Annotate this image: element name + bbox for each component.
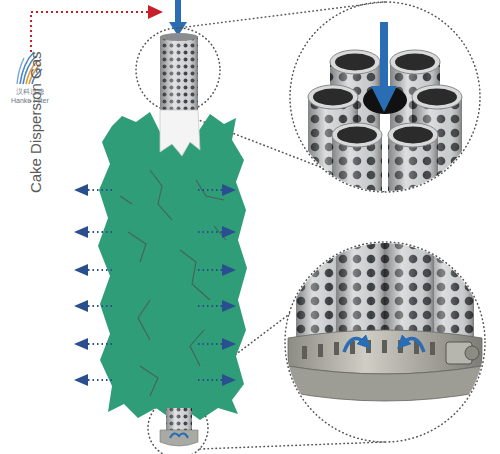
logo-text: Hanke Filter	[11, 97, 49, 105]
inlet-arrow	[169, 0, 187, 36]
bottom-detail	[285, 242, 485, 442]
filter-cake	[98, 110, 247, 420]
perforated-core	[160, 33, 198, 116]
gas-feed-line	[31, 5, 163, 52]
filter-base	[160, 408, 198, 446]
logo-text: 汉科过滤	[16, 88, 44, 96]
flow-arrows	[74, 184, 236, 386]
top-detail	[290, 2, 480, 215]
flow-label: Cake Dispersion Gas	[28, 51, 45, 193]
